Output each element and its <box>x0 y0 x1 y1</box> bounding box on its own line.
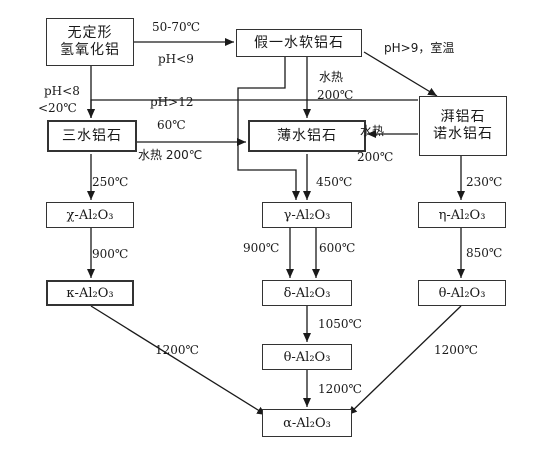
label-850c: 850℃ <box>466 246 503 260</box>
label-lt-20c: <20℃ <box>38 101 77 115</box>
label-1200c-left: 1200℃ <box>155 343 199 357</box>
node-amorphous-aluminum-hydroxide: 无定形 氢氧化铝 <box>46 18 134 66</box>
label-1200c-center: 1200℃ <box>318 382 362 396</box>
node-bayerite-line2: 诺水铝石 <box>433 126 493 142</box>
label-ph-lt-8: pH<8 <box>44 84 80 98</box>
label-450c: 450℃ <box>316 175 353 189</box>
node-pseudoboehmite: 假一水软铝石 <box>236 29 362 57</box>
connector-pseudoboehmite-to-gamma <box>237 57 300 200</box>
label-200c-1: 200℃ <box>317 88 354 102</box>
label-600c: 600℃ <box>319 241 356 255</box>
node-amorphous-line1: 无定形 <box>67 25 113 41</box>
label-60c: 60℃ <box>157 118 186 132</box>
label-50-70c: 50-70℃ <box>152 20 201 34</box>
label-900c-left: 900℃ <box>92 247 129 261</box>
node-chi-label: χ-Al₂O₃ <box>66 207 114 223</box>
label-250c: 250℃ <box>92 175 129 189</box>
node-chi-alumina: χ-Al₂O₃ <box>46 202 134 228</box>
arrow-theta-right-to-alpha <box>347 305 462 416</box>
node-eta-alumina: η-Al₂O₃ <box>418 202 506 228</box>
label-900c-center: 900℃ <box>243 241 280 255</box>
node-alpha-label: α-Al₂O₃ <box>283 415 331 431</box>
node-theta-alumina-right: θ-Al₂O₃ <box>418 280 506 306</box>
node-boehmite-label: 薄水铝石 <box>277 127 337 144</box>
node-amorphous-line2: 氢氧化铝 <box>60 42 120 58</box>
label-ph-lt-9: pH<9 <box>158 52 194 66</box>
node-gamma-label: γ-Al₂O₃ <box>283 207 331 223</box>
arrow-pseudoboehmite-to-bayerite <box>363 51 438 97</box>
node-gibbsite: 三水铝石 <box>47 120 137 152</box>
label-1050c: 1050℃ <box>318 317 362 331</box>
node-kappa-label: κ-Al₂O₃ <box>66 285 114 301</box>
node-eta-label: η-Al₂O₃ <box>438 207 486 223</box>
node-theta-right-label: θ-Al₂O₃ <box>438 285 486 301</box>
node-theta-alumina-center: θ-Al₂O₃ <box>262 344 352 370</box>
node-kappa-alumina: κ-Al₂O₃ <box>46 280 134 306</box>
label-hydrothermal-2: 水热 <box>360 124 385 138</box>
node-boehmite: 薄水铝石 <box>248 120 366 152</box>
node-bayerite-line1: 湃铝石 <box>440 109 486 125</box>
arrow-kappa-to-alpha <box>90 305 267 416</box>
label-hydrothermal-1: 水热 <box>319 70 344 84</box>
label-ph-gt-12: pH>12 <box>150 95 194 109</box>
arrow-bayerite-to-gibbsite <box>87 99 418 118</box>
label-230c: 230℃ <box>466 175 503 189</box>
label-200c-2: 200℃ <box>357 150 394 164</box>
node-delta-label: δ-Al₂O₃ <box>283 285 331 301</box>
label-1200c-right: 1200℃ <box>434 343 478 357</box>
node-alpha-alumina: α-Al₂O₃ <box>262 409 352 437</box>
node-gamma-alumina: γ-Al₂O₃ <box>262 202 352 228</box>
node-bayerite-nordstrandite: 湃铝石 诺水铝石 <box>419 96 507 156</box>
label-ph-gt-9-room-temp: pH>9，室温 <box>384 41 455 55</box>
node-gibbsite-label: 三水铝石 <box>62 127 122 144</box>
node-delta-alumina: δ-Al₂O₃ <box>262 280 352 306</box>
node-pseudoboehmite-label: 假一水软铝石 <box>254 34 344 51</box>
node-theta-center-label: θ-Al₂O₃ <box>283 349 331 365</box>
label-hydrothermal-200c: 水热 200℃ <box>138 148 203 162</box>
